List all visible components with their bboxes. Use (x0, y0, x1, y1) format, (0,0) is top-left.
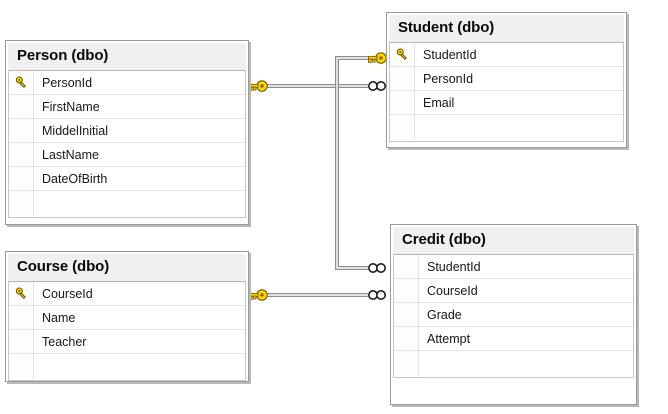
relationship-course-credit[interactable] (248, 289, 387, 301)
table-title-person: Person (dbo) (8, 43, 246, 70)
table-row[interactable]: DateOfBirth (9, 167, 245, 191)
column-name: Email (423, 95, 455, 110)
column-name: PersonId (423, 71, 474, 86)
primary-key-icon (15, 287, 26, 300)
table-row[interactable]: FirstName (9, 95, 245, 119)
column-grid-person: PersonId FirstName MiddelInitial LastNam… (8, 70, 246, 218)
infinity-icon (367, 81, 387, 91)
column-grid-course: CourseId Name Teacher (8, 281, 246, 381)
column-name: Name (42, 310, 76, 325)
column-grid-student: StudentId PersonId Email (389, 42, 624, 142)
row-gutter (9, 71, 34, 94)
table-credit[interactable]: Credit (dbo) StudentId CourseId Grade At… (390, 224, 637, 405)
key-icon (248, 80, 268, 92)
column-name: CourseId (42, 286, 93, 301)
relationship-person-student[interactable] (248, 80, 387, 92)
table-row[interactable]: Attempt (394, 327, 633, 351)
key-icon (248, 289, 268, 301)
empty-row[interactable] (9, 191, 245, 217)
row-gutter (9, 354, 34, 380)
primary-key-icon (15, 76, 26, 89)
row-gutter (9, 143, 34, 166)
primary-key-icon (396, 48, 407, 61)
row-gutter (9, 282, 34, 305)
column-name: Attempt (427, 331, 471, 346)
row-gutter (9, 167, 34, 190)
column-name: CourseId (427, 283, 478, 298)
table-row[interactable]: CourseId (394, 279, 633, 303)
column-name: Teacher (42, 334, 87, 349)
row-gutter (390, 91, 415, 114)
column-name: PersonId (42, 75, 93, 90)
column-name: StudentId (427, 259, 481, 274)
row-gutter (390, 67, 415, 90)
table-row[interactable]: CourseId (9, 282, 245, 306)
column-name: MiddelInitial (42, 123, 109, 138)
row-gutter (394, 255, 419, 278)
column-name: Grade (427, 307, 462, 322)
key-icon (367, 52, 387, 64)
table-person[interactable]: Person (dbo) PersonId FirstName MiddelI (5, 40, 249, 225)
column-grid-credit: StudentId CourseId Grade Attempt (393, 254, 634, 378)
table-student[interactable]: Student (dbo) StudentId PersonId Email (386, 12, 627, 148)
table-row[interactable]: StudentId (394, 255, 633, 279)
table-row[interactable]: LastName (9, 143, 245, 167)
table-row[interactable]: Grade (394, 303, 633, 327)
table-row[interactable]: Teacher (9, 330, 245, 354)
table-row[interactable]: PersonId (9, 71, 245, 95)
relationship-student-credit[interactable] (335, 52, 387, 274)
row-gutter (390, 43, 415, 66)
row-gutter (9, 95, 34, 118)
row-gutter (394, 303, 419, 326)
column-name: FirstName (42, 99, 100, 114)
column-name: LastName (42, 147, 99, 162)
row-gutter (394, 327, 419, 350)
table-row[interactable]: Name (9, 306, 245, 330)
table-row[interactable]: MiddelInitial (9, 119, 245, 143)
table-course[interactable]: Course (dbo) CourseId Name Teacher (5, 251, 249, 382)
row-gutter (390, 115, 415, 141)
column-name: DateOfBirth (42, 171, 108, 186)
row-gutter (9, 306, 34, 329)
row-gutter (9, 119, 34, 142)
empty-row[interactable] (9, 354, 245, 380)
row-gutter (9, 191, 34, 217)
row-gutter (9, 330, 34, 353)
table-title-course: Course (dbo) (8, 254, 246, 281)
table-title-student: Student (dbo) (389, 15, 624, 42)
infinity-icon (367, 289, 387, 301)
table-row[interactable]: Email (390, 91, 623, 115)
empty-row[interactable] (390, 115, 623, 141)
table-row[interactable]: StudentId (390, 43, 623, 67)
row-gutter (394, 351, 419, 377)
table-row[interactable]: PersonId (390, 67, 623, 91)
row-gutter (394, 279, 419, 302)
table-title-credit: Credit (dbo) (393, 227, 634, 254)
infinity-icon (367, 262, 387, 274)
empty-row[interactable] (394, 351, 633, 377)
column-name: StudentId (423, 47, 477, 62)
